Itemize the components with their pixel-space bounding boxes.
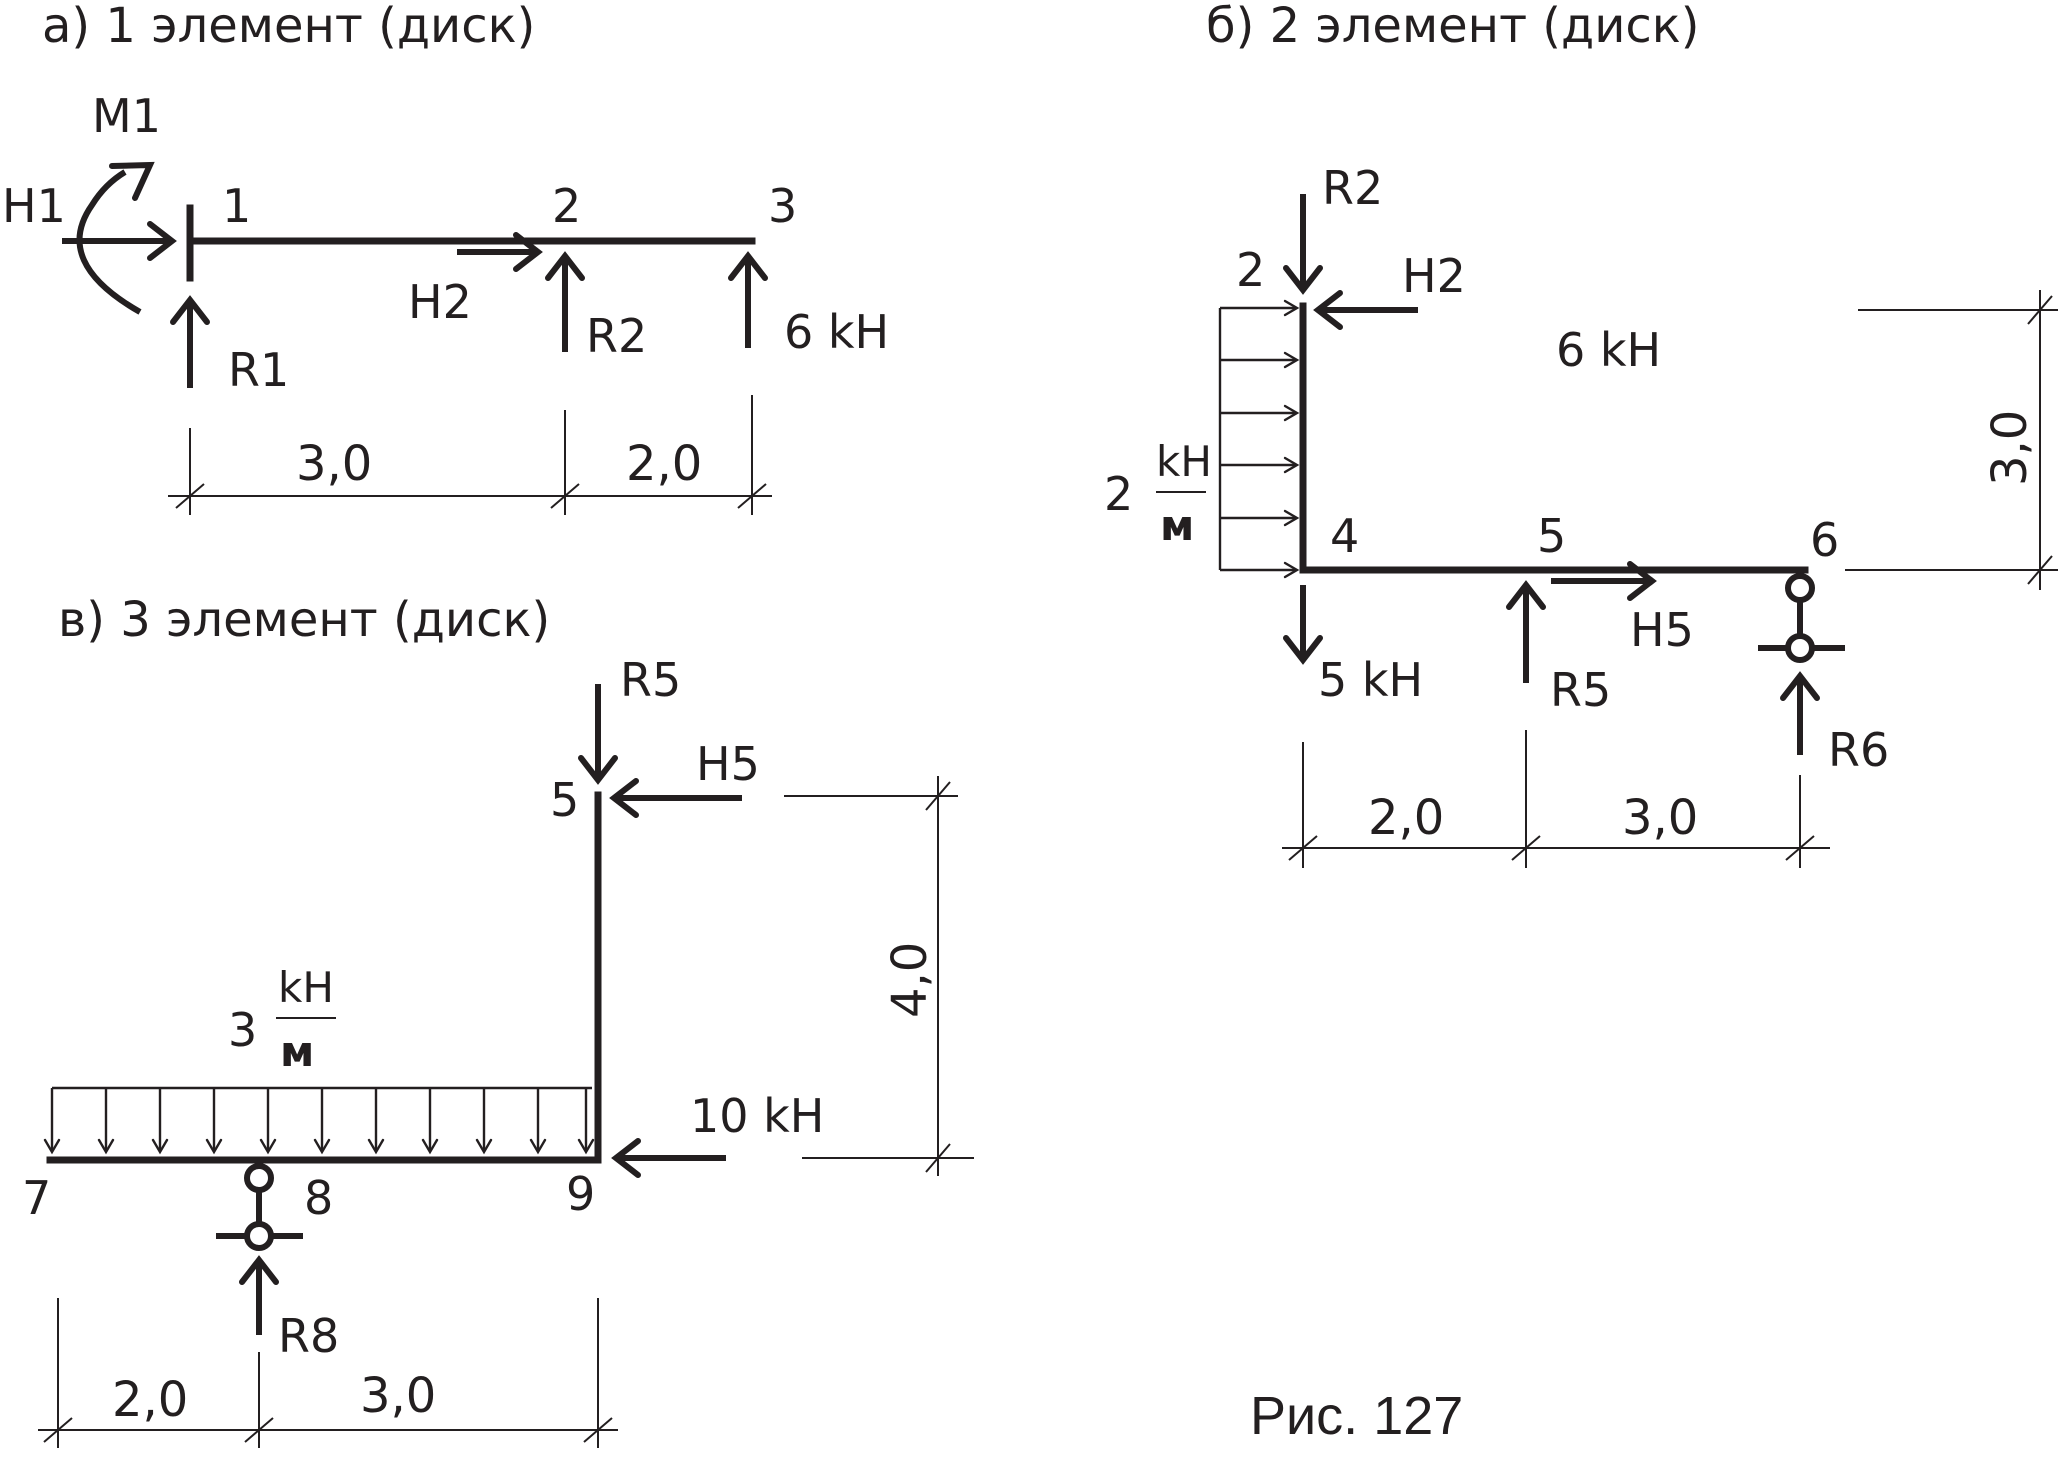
label-b-r2: R2 — [1322, 161, 1383, 215]
force-r5-up-arrowhead — [1506, 580, 1546, 610]
panel-c: в) 3 элемент (диск) R5 5 H5 3 k — [22, 592, 974, 1448]
dimension-c-1: 2,0 — [112, 1372, 188, 1428]
distributed-load-b-value: 2 — [1104, 467, 1133, 521]
label-c-r5: R5 — [620, 653, 681, 707]
node-b-6: 6 — [1810, 513, 1839, 567]
dimension-b-1: 2,0 — [1368, 790, 1444, 846]
node-b-2: 2 — [1236, 243, 1265, 297]
force-c-h5-arrowhead — [609, 778, 639, 818]
node-c-5: 5 — [550, 773, 579, 827]
label-c-h5: H5 — [696, 737, 760, 791]
panel-c-distributed-load — [43, 1086, 595, 1155]
distributed-load-c-value: 3 — [228, 1003, 257, 1057]
node-c-8: 8 — [304, 1171, 333, 1225]
force-c-r5-arrowhead — [578, 755, 618, 785]
panel-c-hinged-support — [216, 1163, 303, 1251]
dimension-b-2: 3,0 — [1622, 790, 1698, 846]
node-b-4: 4 — [1330, 509, 1359, 563]
force-r6-arrowhead — [1780, 671, 1820, 701]
node-c-9: 9 — [566, 1167, 595, 1221]
force-r2-down-arrowhead — [1283, 265, 1323, 295]
node-3: 3 — [768, 179, 797, 233]
node-c-7: 7 — [22, 1171, 51, 1225]
dimension-a-1: 3,0 — [296, 436, 372, 492]
panel-a-title: а) 1 элемент (диск) — [42, 0, 535, 54]
figure-caption: Рис. 127 — [1250, 1386, 1463, 1446]
label-b-h2: H2 — [1402, 249, 1466, 303]
label-b-5kh: 5 kH — [1318, 653, 1423, 707]
label-b-r6: R6 — [1828, 723, 1889, 777]
panel-b-dimensions — [1282, 290, 2058, 868]
force-10kh-arrowhead — [611, 1138, 641, 1178]
force-5kh-arrowhead — [1283, 635, 1323, 665]
label-r2: R2 — [586, 309, 647, 363]
force-h2-arrowhead — [513, 232, 543, 272]
dimension-b-vertical: 3,0 — [1982, 410, 2038, 486]
panel-c-title: в) 3 элемент (диск) — [58, 592, 550, 648]
force-r2-arrowhead — [545, 251, 585, 281]
distributed-load-c-unit-den: м — [280, 1027, 314, 1076]
label-b-6kh: 6 kH — [1556, 323, 1661, 377]
node-1: 1 — [222, 179, 251, 233]
dimension-c-2: 3,0 — [360, 1368, 436, 1424]
label-c-10kh: 10 kH — [690, 1089, 824, 1143]
panel-b-hinged-support — [1758, 573, 1845, 663]
label-b-h5: H5 — [1630, 603, 1694, 657]
force-h2-left-arrowhead — [1313, 290, 1343, 330]
distributed-load-c-unit-num: kH — [278, 963, 334, 1012]
dimension-c-vertical: 4,0 — [882, 942, 938, 1018]
panel-b-distributed-load — [1218, 299, 1300, 579]
label-h2: H2 — [408, 275, 472, 329]
force-6kh-arrowhead — [728, 251, 768, 281]
panel-a-dimensions — [168, 395, 772, 515]
force-r1-arrowhead — [170, 295, 210, 325]
label-b-r5: R5 — [1550, 663, 1611, 717]
label-m1: M1 — [92, 89, 161, 143]
label-6kh: 6 kH — [784, 305, 889, 359]
panel-b-title: б) 2 элемент (диск) — [1206, 0, 1700, 54]
force-h1-arrowhead — [147, 221, 177, 261]
label-c-r8: R8 — [278, 1309, 339, 1363]
panel-c-dimensions — [38, 776, 974, 1448]
label-h1: H1 — [2, 179, 66, 233]
force-h5-right-arrowhead — [1627, 561, 1657, 601]
node-b-5: 5 — [1537, 509, 1566, 563]
node-2: 2 — [552, 179, 581, 233]
distributed-load-b-unit-num: kH — [1156, 437, 1212, 486]
moment-m1-arrow — [76, 169, 142, 315]
distributed-load-b-unit-den: м — [1160, 501, 1194, 550]
force-r8-arrowhead — [239, 1255, 279, 1285]
dimension-a-2: 2,0 — [626, 436, 702, 492]
panel-b: б) 2 элемент (диск) R2 2 H2 6 kH — [1104, 0, 2058, 868]
panel-a: а) 1 элемент (диск) M1 H1 R1 1 2 3 H2 R2… — [2, 0, 889, 515]
label-r1: R1 — [228, 343, 289, 397]
moment-m1-arrowhead — [109, 161, 155, 201]
